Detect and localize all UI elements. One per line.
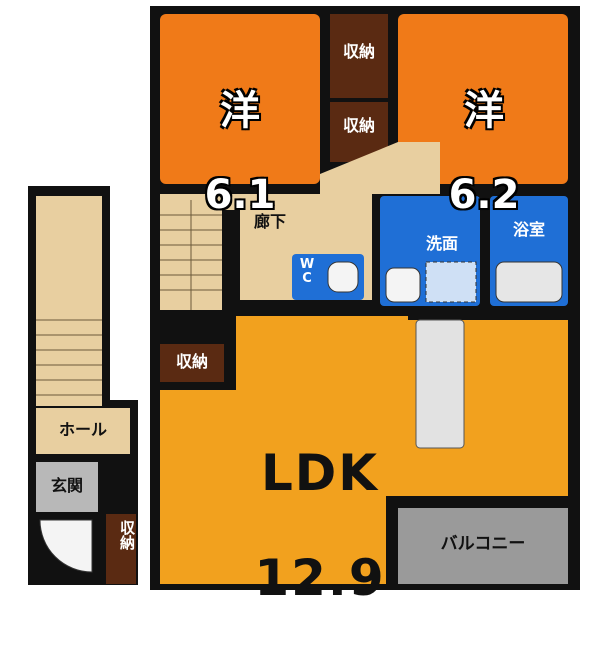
entrance-label: 玄関 [50, 476, 83, 495]
storage-ldk-label: 収納 [175, 352, 208, 371]
western-room-1 [160, 14, 320, 184]
western-room-2 [398, 14, 568, 184]
bathtub-icon [495, 261, 563, 303]
washbasin-icon [385, 267, 421, 303]
storage-entry [106, 514, 136, 584]
ldk-name: LDK [260, 443, 380, 502]
bathroom-label: 浴室 [512, 220, 545, 239]
kitchen-counter [415, 319, 465, 449]
entrance [36, 462, 98, 512]
western-room-1-size: 6.1 [204, 172, 276, 218]
storage-top [330, 14, 388, 98]
balcony [398, 508, 568, 584]
hall-label: ホール [58, 420, 107, 439]
entrance-door [39, 519, 93, 573]
ldk-size: 12.9 [254, 548, 386, 607]
balcony-label: バルコニー [440, 534, 526, 554]
stair-treads-upper [160, 200, 222, 310]
washer-space-icon [425, 261, 477, 303]
western-room-1-label: 洋 6.1 [180, 48, 300, 258]
storage-ldk [160, 344, 224, 382]
storage-entry-label: 収納 [118, 520, 136, 550]
storage-top-label: 収納 [342, 42, 375, 61]
hallway [160, 142, 440, 300]
stair-treads-lower [36, 319, 102, 396]
stair-tower [36, 196, 102, 406]
western-room-2-size: 6.2 [448, 172, 520, 218]
ldk-room [160, 316, 568, 584]
western-room-1-kanji: 洋 [220, 88, 260, 134]
western-room-2-kanji: 洋 [464, 88, 504, 134]
hall [36, 408, 130, 454]
hallway-label: 廊下 [253, 212, 286, 231]
wc-label: WC [299, 257, 315, 286]
wc-toilet-icon [327, 261, 359, 293]
storage-mid-label: 収納 [342, 116, 375, 135]
floor-plan [28, 6, 580, 590]
ldk-label: LDK 12.9 [220, 394, 420, 657]
western-room-2-label: 洋 6.2 [424, 48, 544, 258]
washroom-label: 洗面 [425, 234, 458, 253]
